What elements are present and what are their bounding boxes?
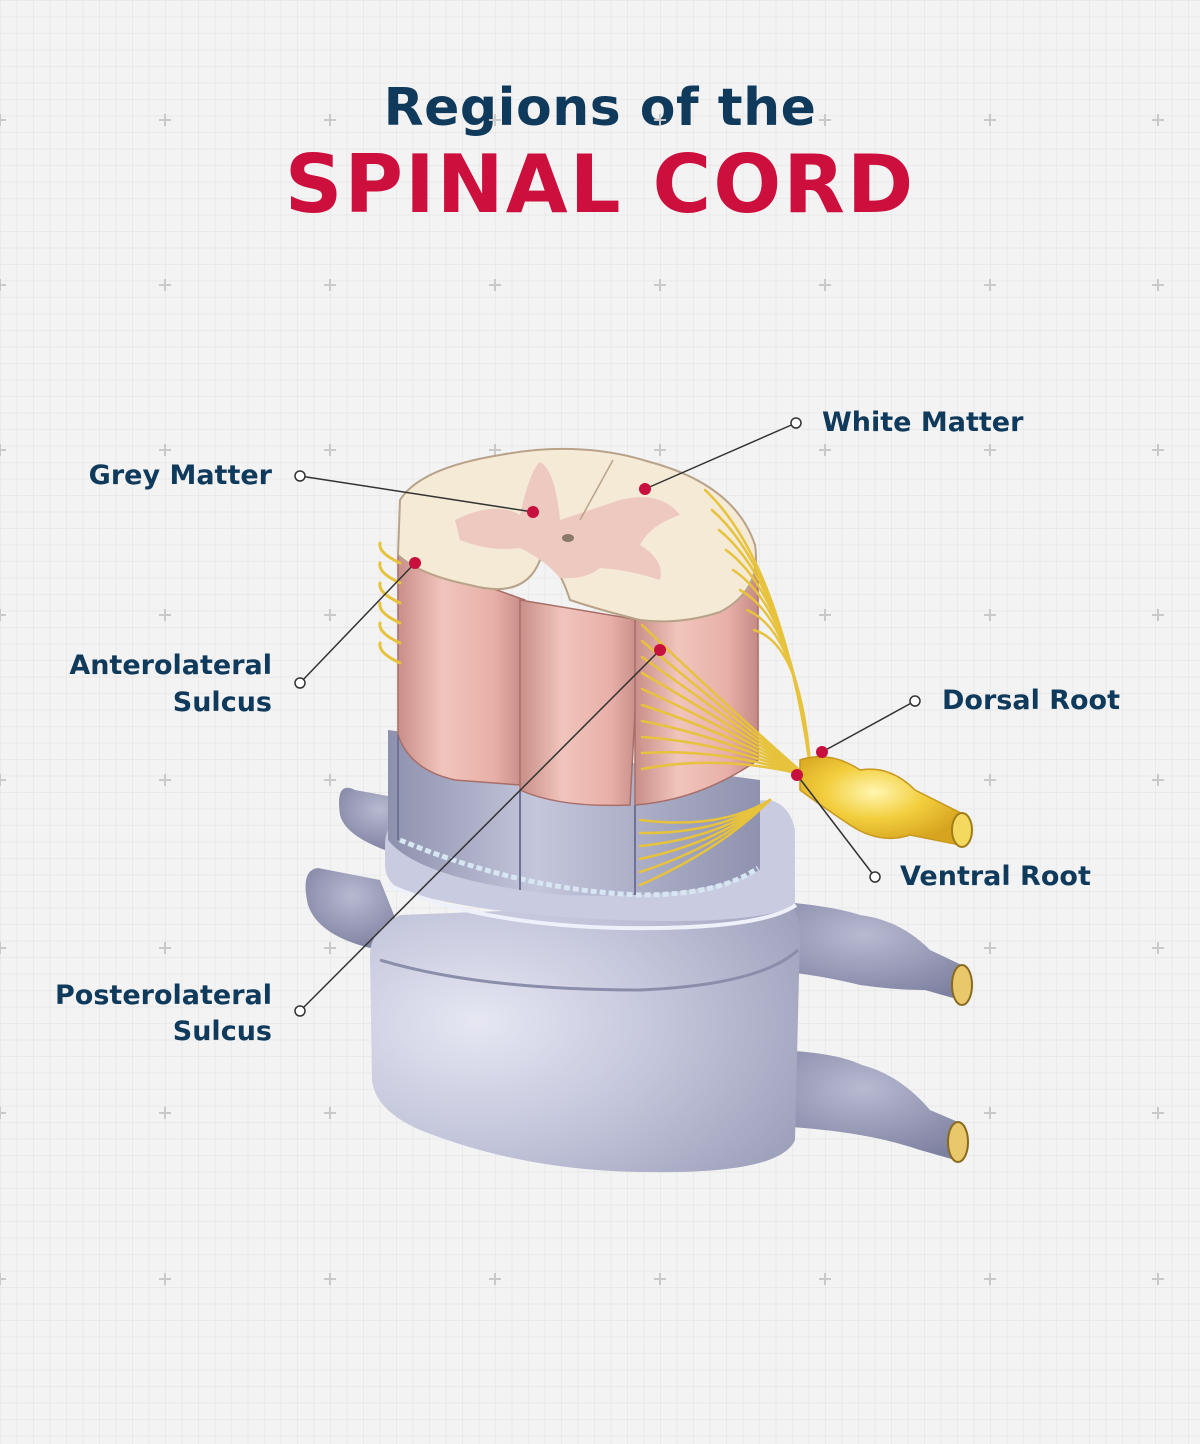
- grid-plus: [0, 279, 6, 291]
- grid-plus: [1152, 1273, 1164, 1285]
- white-matter-endpoint: [790, 417, 802, 429]
- grid-plus: [984, 279, 996, 291]
- ventral-root-endpoint: [869, 871, 881, 883]
- nerve-rootlet: [640, 719, 807, 777]
- grid-plus: [159, 942, 171, 954]
- grid-plus: [654, 1273, 666, 1285]
- cord-cross-section: [396, 447, 757, 623]
- grey-matter-label: Grey Matter: [88, 460, 272, 491]
- grid-plus: [0, 444, 6, 456]
- nerve-rootlet: [638, 798, 772, 887]
- leader-endpoints: [294, 417, 921, 1017]
- grid-plus: [159, 1107, 171, 1119]
- nerve-rootlet: [640, 655, 807, 777]
- anterolateral-dot: [409, 557, 421, 569]
- grid-plus: [159, 114, 171, 126]
- grid-plus: [324, 279, 336, 291]
- grid-plus: [324, 942, 336, 954]
- grid-plus: [324, 1107, 336, 1119]
- nerve-rootlet: [378, 641, 402, 665]
- posterolateral-label-line2: Sulcus: [172, 1016, 272, 1047]
- grid-plus: [489, 114, 501, 126]
- grid-plus: [819, 609, 831, 621]
- grid-plus: [1152, 279, 1164, 291]
- anterolateral-label-line2: Sulcus: [172, 687, 272, 718]
- nerve-rootlet: [640, 750, 807, 777]
- posterolateral-dot: [654, 644, 666, 656]
- grid-plus: [1152, 942, 1164, 954]
- grid-plus: [0, 774, 6, 786]
- nerve-rootlet: [640, 703, 807, 777]
- grid-plus: [1152, 1107, 1164, 1119]
- grid-plus: [1152, 609, 1164, 621]
- grid-plus: [324, 444, 336, 456]
- white-matter-dot: [639, 483, 651, 495]
- grid-plus: [1152, 774, 1164, 786]
- nerve-rootlet: [640, 687, 807, 777]
- grid-plus: [819, 444, 831, 456]
- grid-plus: [489, 1273, 501, 1285]
- grid-plus: [654, 279, 666, 291]
- grid-plus: [159, 444, 171, 456]
- grid-plus: [489, 444, 501, 456]
- grid-plus: [984, 609, 996, 621]
- dorsal-root-ganglion: [799, 755, 973, 848]
- grid-plus: [324, 774, 336, 786]
- anterolateral-label-line1: Anterolateral: [69, 650, 272, 681]
- grid-plus: [984, 1107, 996, 1119]
- grid-plus: [1152, 114, 1164, 126]
- nerve-rootlet: [378, 621, 402, 645]
- grid-plus: [324, 114, 336, 126]
- nerve-rootlets: [378, 488, 959, 887]
- title-line-2: SPINAL CORD: [284, 138, 916, 231]
- leader-lines: [299, 422, 916, 1012]
- nerve-rootlet: [378, 581, 402, 605]
- grid-plus: [984, 774, 996, 786]
- grid-plus: [0, 1107, 6, 1119]
- dorsal-root-endpoint: [909, 695, 921, 707]
- grid-plus: [159, 279, 171, 291]
- grid-plus: [654, 114, 666, 126]
- grid-plus: [984, 114, 996, 126]
- dorsal-root-dot: [816, 746, 828, 758]
- grid-plus: [324, 609, 336, 621]
- grid-plus: [159, 774, 171, 786]
- nerve-rootlet: [640, 761, 807, 777]
- nerve-rootlet: [752, 628, 812, 767]
- grid-plus: [819, 114, 831, 126]
- grid-plus: [984, 1273, 996, 1285]
- ventral-root-label: Ventral Root: [900, 861, 1091, 892]
- grid-plus: [324, 1273, 336, 1285]
- posterolateral-endpoint: [294, 1005, 306, 1017]
- nerve-rootlet: [640, 671, 807, 777]
- grey-matter-endpoint: [294, 470, 306, 482]
- posterolateral-label-line1: Posterolateral: [55, 980, 272, 1011]
- grid-plus: [819, 1273, 831, 1285]
- grid-plus: [489, 279, 501, 291]
- grid-plus: [159, 609, 171, 621]
- ventral-root-dot: [791, 769, 803, 781]
- grid-plus: [984, 444, 996, 456]
- title-line-1: Regions of the: [383, 78, 817, 138]
- grid-plus: [0, 114, 6, 126]
- nerve-rootlet: [640, 735, 807, 777]
- grey-matter-dot: [527, 506, 539, 518]
- grid-plus: [984, 942, 996, 954]
- grid-plus: [0, 609, 6, 621]
- grid-plus: [159, 1273, 171, 1285]
- grid-plus: [0, 1273, 6, 1285]
- grid-plus: [819, 279, 831, 291]
- nerve-rootlet: [378, 541, 402, 565]
- grid-plus: [0, 942, 6, 954]
- nerve-rootlet: [378, 561, 402, 585]
- white-matter-label: White Matter: [822, 407, 1024, 438]
- nerve-rootlet: [378, 601, 402, 625]
- dorsal-root-label: Dorsal Root: [942, 685, 1121, 716]
- anterolateral-endpoint: [294, 677, 306, 689]
- grid-plus: [1152, 444, 1164, 456]
- grid-plus: [654, 444, 666, 456]
